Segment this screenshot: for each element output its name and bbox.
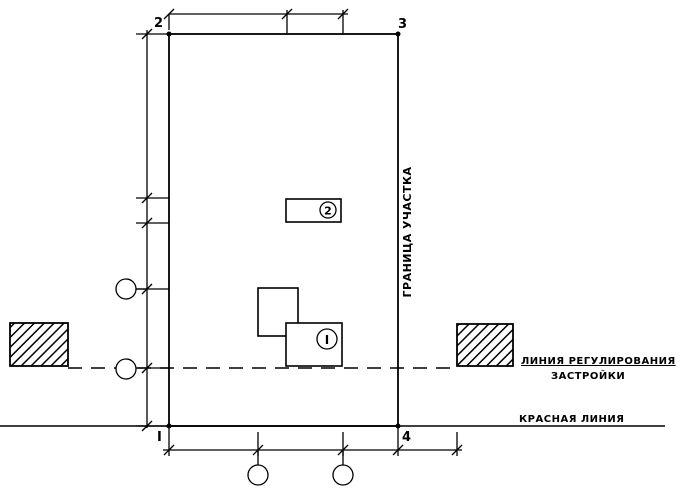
regulation-line-label-2: ЗАСТРОЙКИ — [551, 369, 625, 382]
red-line-label: КРАСНАЯ ЛИНИЯ — [519, 414, 624, 425]
plot-boundary-label: ГРАНИЦА УЧАСТКА — [401, 166, 414, 297]
neighbor-building-right — [456, 323, 514, 367]
bottom-dimension — [163, 426, 463, 465]
bottom-callout-circle-right — [332, 464, 354, 486]
corner-dot-3 — [395, 31, 401, 37]
left-callout-circle-lower — [115, 358, 137, 380]
corner-label-3: 3 — [398, 17, 407, 32]
main-building-number: I — [325, 333, 329, 347]
plot-boundary — [168, 33, 399, 427]
neighbor-building-left — [9, 322, 69, 367]
secondary-building-number-circle — [319, 201, 337, 219]
left-dimension — [136, 28, 169, 432]
bottom-callout-circle-left — [247, 464, 269, 486]
top-dimension — [163, 8, 349, 34]
corner-label-2: 2 — [154, 16, 163, 31]
regulation-line-label-1: ЛИНИЯ РЕГУЛИРОВАНИЯ — [521, 356, 676, 367]
corner-label-4: 4 — [402, 430, 411, 445]
corner-label-1: I — [157, 430, 162, 445]
secondary-building-number: 2 — [324, 205, 332, 218]
main-building-number-circle — [316, 328, 338, 350]
left-callout-circle-upper — [115, 278, 137, 300]
